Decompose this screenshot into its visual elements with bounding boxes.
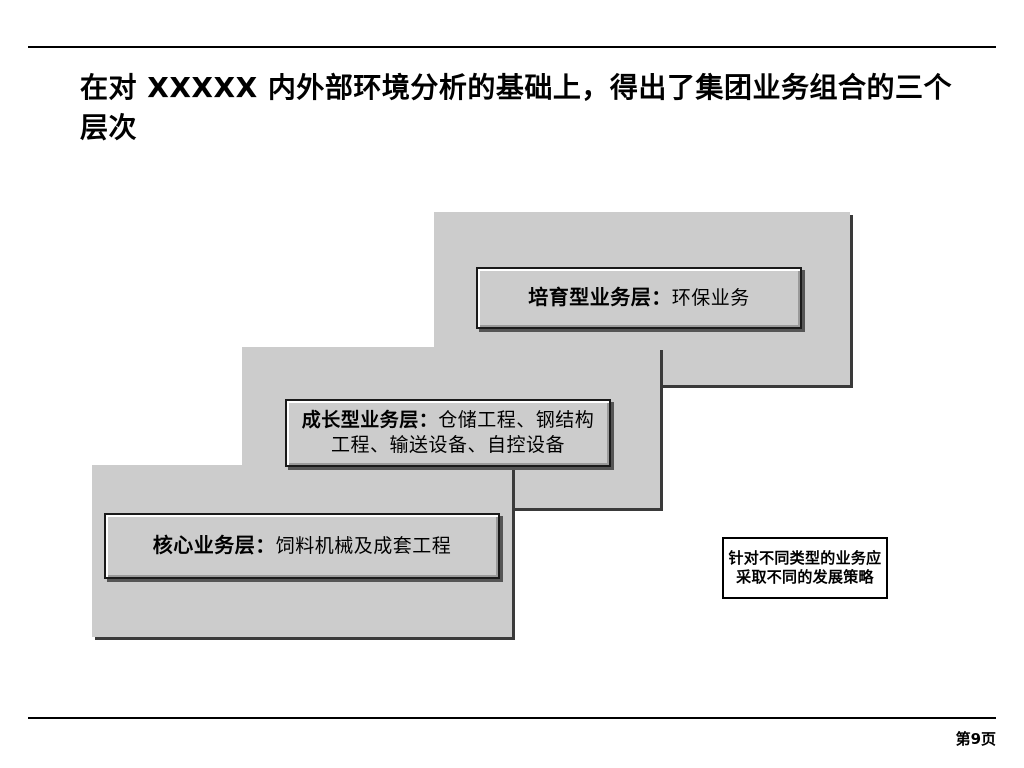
- layer-box-growth-text: 成长型业务层：仓储工程、钢结构工程、输送设备、自控设备: [287, 408, 609, 458]
- note-callout: 针对不同类型的业务应采取不同的发展策略: [722, 537, 888, 599]
- layer-label-core: 核心业务层：: [152, 533, 276, 558]
- note-callout-text: 针对不同类型的业务应采取不同的发展策略: [728, 548, 882, 586]
- layer-box-nurture-text: 培育型业务层：环保业务: [518, 284, 760, 311]
- footer-divider: [28, 717, 996, 719]
- header-divider: [28, 46, 996, 48]
- layer-value-core: 饲料机械及成套工程: [275, 535, 452, 558]
- layer-value-nurture: 环保业务: [671, 287, 750, 310]
- layer-value-growth: 仓储工程、钢结构工程、输送设备、自控设备: [330, 408, 595, 456]
- layer-label-growth: 成长型业务层：: [301, 408, 439, 431]
- layer-label-nurture: 培育型业务层：: [528, 285, 672, 310]
- page-title: 在对 XXXXX 内外部环境分析的基础上，得出了集团业务组合的三个层次: [80, 71, 952, 144]
- layer-box-nurture[interactable]: 培育型业务层：环保业务: [476, 267, 802, 329]
- layer-box-core-text: 核心业务层：饲料机械及成套工程: [143, 532, 462, 559]
- layer-box-growth[interactable]: 成长型业务层：仓储工程、钢结构工程、输送设备、自控设备: [285, 399, 611, 467]
- layer-box-core[interactable]: 核心业务层：饲料机械及成套工程: [104, 513, 500, 579]
- page-number: 第9页: [955, 730, 996, 748]
